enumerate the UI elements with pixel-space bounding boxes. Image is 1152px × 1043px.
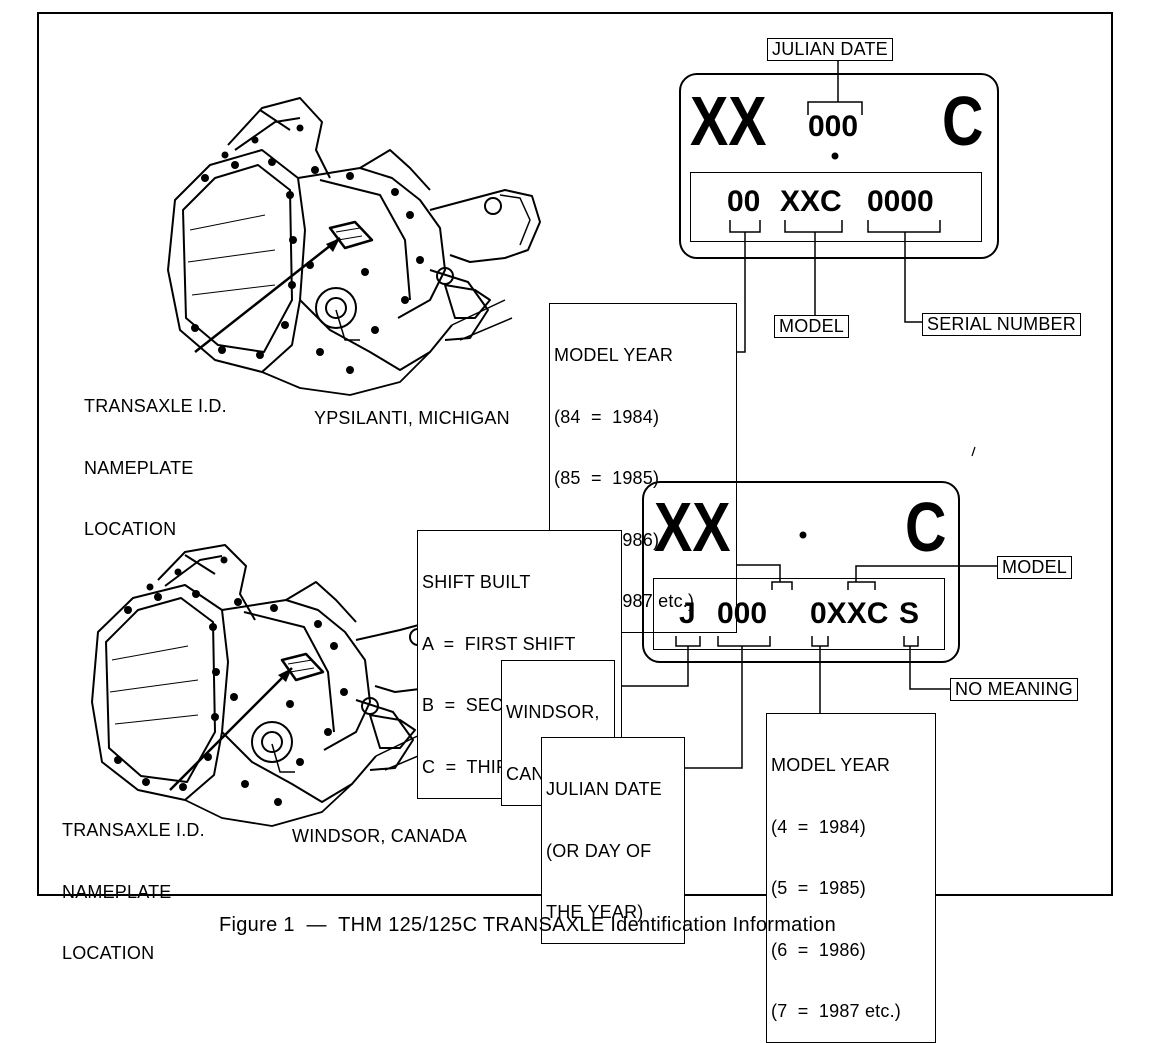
- plate-plant-bottom: J: [679, 597, 696, 630]
- plate-julian-top: 000: [808, 110, 859, 143]
- plate-s-bottom: S: [899, 597, 920, 630]
- nameplate-location-label-top: TRANSAXLE I.D. NAMEPLATE LOCATION: [84, 396, 227, 539]
- nameplate-top: [679, 73, 999, 259]
- model-label-bottom: MODEL: [997, 556, 1073, 579]
- plate-prefix-top: XX: [690, 82, 767, 160]
- julian-date-label-top: JULIAN DATE: [767, 38, 893, 61]
- nameplate-location-label-bottom: TRANSAXLE I.D. NAMEPLATE LOCATION: [62, 820, 205, 963]
- model-year-label-bottom: MODEL YEAR (4 = 1984) (5 = 1985) (6 = 19…: [766, 713, 936, 1043]
- plate-year-top: 00: [727, 185, 761, 218]
- plate-inner-top: [690, 172, 982, 242]
- plate-prefix-bottom: XX: [654, 488, 731, 566]
- plate-model-top: XXC: [780, 185, 842, 218]
- transaxle-illustration-windsor: [91, 544, 463, 827]
- plate-model-bottom: 0XXC: [810, 597, 889, 630]
- plate-serial-top: 0000: [867, 185, 934, 218]
- model-label-top: MODEL: [774, 315, 850, 338]
- julian-date-label-bottom: JULIAN DATE (OR DAY OF THE YEAR): [541, 737, 685, 944]
- plate-suffix-bottom: C: [905, 488, 947, 566]
- plate-julian-bottom: 000: [717, 597, 768, 630]
- transaxle-illustration-ypsilanti: [167, 97, 541, 396]
- nameplate-bottom: [642, 481, 960, 663]
- plate-inner-bottom: [653, 578, 945, 650]
- no-meaning-label: NO MEANING: [950, 678, 1079, 701]
- plate-suffix-top: C: [942, 82, 984, 160]
- figure-caption: Figure 1 — THM 125/125C TRANSAXLE Identi…: [219, 914, 837, 936]
- diagram-lines: [91, 60, 998, 827]
- location-ypsilanti: YPSILANTI, MICHIGAN: [314, 408, 510, 428]
- serial-number-label-top: SERIAL NUMBER: [922, 313, 1081, 336]
- location-windsor: WINDSOR, CANADA: [292, 826, 468, 846]
